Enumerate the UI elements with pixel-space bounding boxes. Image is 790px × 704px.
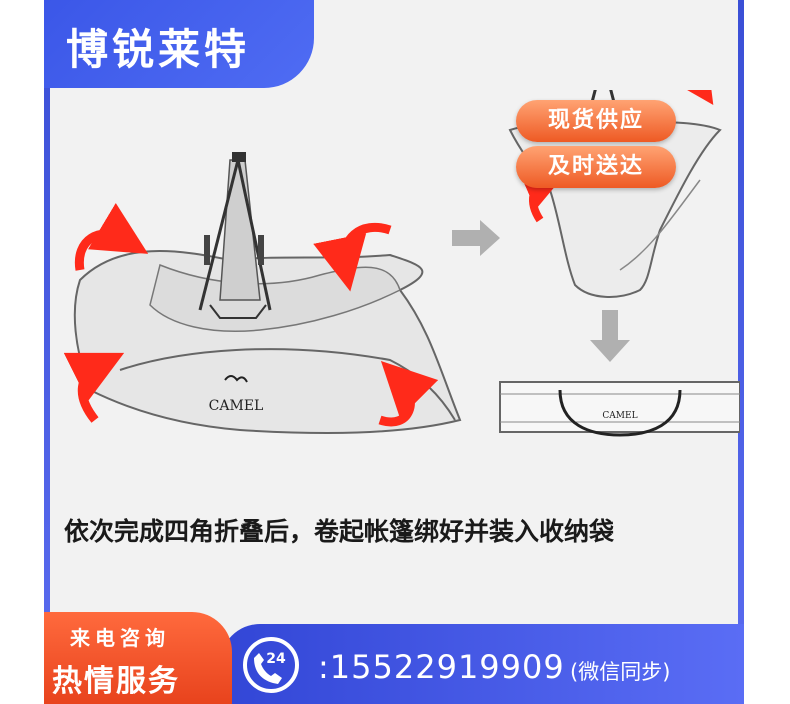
brand-title: 博锐莱特	[66, 25, 251, 74]
phone-number[interactable]: :15522919909	[318, 648, 565, 686]
service-label: 热情服务	[52, 664, 180, 699]
next-step-arrow-icon	[452, 220, 500, 256]
unfolded-tent-drawing: CAMEL	[63, 152, 462, 434]
wechat-note: (微信同步)	[570, 660, 671, 684]
fast-delivery-badge: 及时送达	[516, 146, 676, 188]
service-banner	[44, 612, 232, 704]
fold-arrow-icon	[74, 202, 149, 271]
fold-arrow-icon	[63, 352, 125, 423]
next-step-arrow-icon	[590, 310, 630, 362]
in-stock-badge: 现货供应	[516, 100, 676, 142]
phone-24h-icon: 24	[243, 637, 299, 693]
fold-arrow-icon	[378, 360, 439, 427]
tent-logo-text: CAMEL	[209, 398, 264, 414]
bag-logo-text: CAMEL	[602, 411, 637, 421]
consult-label: 来电咨询	[70, 626, 170, 650]
instruction-caption: 依次完成四角折叠后，卷起帐篷绑好并装入收纳袋	[64, 517, 615, 546]
hours-label: 24	[266, 651, 286, 667]
brand-banner	[44, 0, 314, 88]
fold-arrow-icon	[313, 222, 392, 292]
storage-bag-drawing: CAMEL	[499, 381, 740, 437]
contact-bar	[220, 624, 744, 704]
